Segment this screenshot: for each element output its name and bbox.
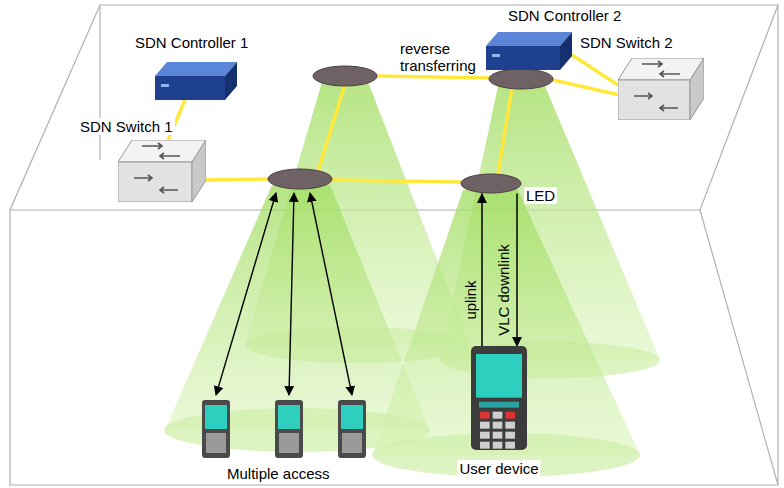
access-phones: [202, 400, 366, 458]
free-label: Multiple access: [225, 465, 332, 482]
light-cones: [164, 82, 660, 477]
network-links: [204, 76, 620, 182]
edge-label: VLC downlink: [495, 242, 512, 338]
node-label: LED: [524, 187, 557, 204]
room-outline: [10, 5, 778, 485]
node-label: SDN Controller 2: [506, 7, 623, 24]
node-label: SDN Switch 1: [78, 118, 175, 135]
connector: [481, 194, 483, 346]
user-device: User device: [470, 346, 528, 458]
led-lamp: LED: [460, 173, 522, 194]
sdn-controller: SDN Controller 2: [486, 32, 572, 70]
switch-shape: [118, 140, 206, 202]
node-label: SDN Switch 2: [578, 34, 675, 51]
led-lamps: [268, 66, 553, 189]
node-label: SDN Controller 1: [133, 34, 250, 51]
phone-shape: [470, 346, 528, 458]
controller-shape: [155, 62, 237, 100]
access-arrows: [216, 193, 352, 395]
connector: [572, 55, 618, 85]
sdn-switch: SDN Switch 2: [618, 58, 704, 120]
sdn-controller: SDN Controller 1: [155, 62, 237, 100]
controller-shape: [486, 32, 572, 70]
free-label: reverse transferring: [398, 40, 484, 74]
edge-label: uplink: [462, 278, 479, 321]
switch-shape: [618, 58, 704, 120]
node-label: User device: [457, 460, 540, 477]
sdn-switch: SDN Switch 1: [118, 140, 206, 202]
led-shape: [460, 173, 522, 194]
connector: [516, 194, 518, 346]
